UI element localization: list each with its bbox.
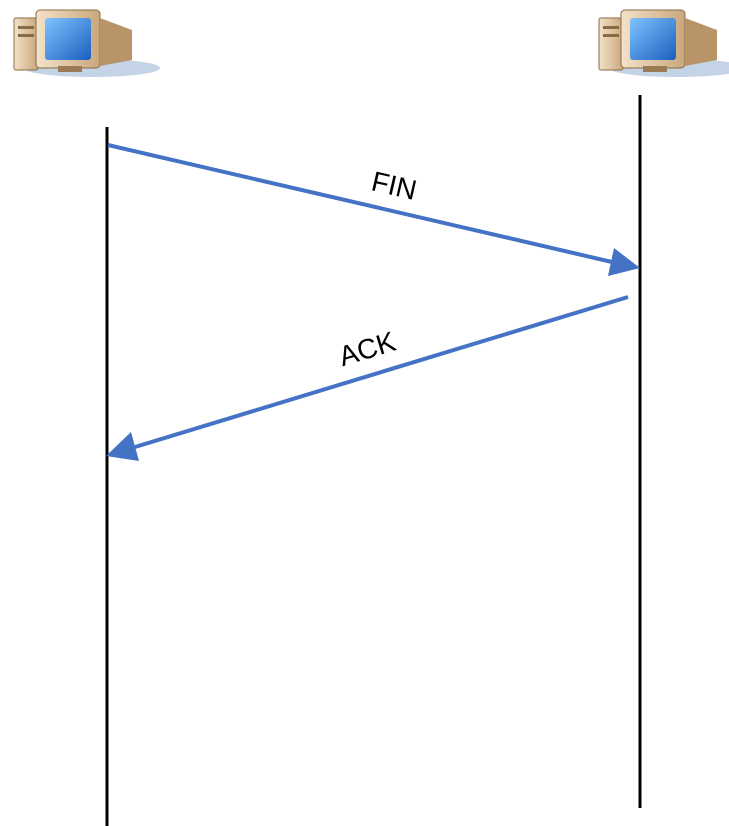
desktop-computer-icon (13, 9, 160, 77)
fin-label: FIN (369, 166, 420, 206)
ack-label: ACK (335, 326, 399, 373)
fin-message-arrow (107, 143, 640, 276)
ack-message-arrow (106, 295, 629, 461)
desktop-computer-icon (598, 9, 729, 77)
